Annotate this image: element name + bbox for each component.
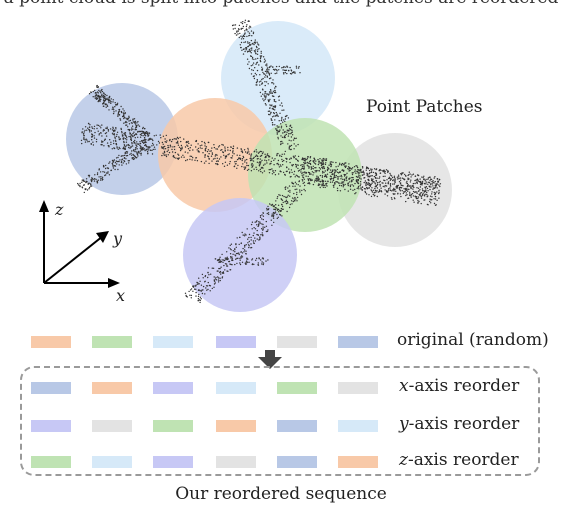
patch-token-light-blue: [338, 420, 378, 432]
x-axis-reorder-label: x-axis reorder: [399, 376, 520, 396]
patch-token-steel-blue: [31, 382, 71, 394]
patch-token-orange: [216, 420, 256, 432]
patch-token-purple: [153, 382, 193, 394]
patch-token-purple: [216, 336, 256, 348]
patch-token-steel-blue: [277, 420, 317, 432]
patch-token-steel-blue: [338, 336, 378, 348]
z-axis-label: z: [55, 200, 64, 219]
y-axis-label: y: [113, 229, 123, 248]
patch-token-orange: [338, 456, 378, 468]
point-patches-illustration: [39, 19, 452, 312]
patch-steel-blue: [66, 83, 178, 195]
patch-orange: [158, 98, 272, 212]
patch-token-light-blue: [216, 382, 256, 394]
x-arrowhead: [108, 278, 120, 288]
patch-token-gray: [277, 336, 317, 348]
caption: Our reordered sequence: [175, 484, 387, 504]
z-axis-reorder-label: z-axis reorder: [399, 450, 519, 470]
patch-token-orange: [31, 336, 71, 348]
patch-token-steel-blue: [277, 456, 317, 468]
patch-token-purple: [31, 420, 71, 432]
patch-green: [248, 118, 362, 232]
patch-token-gray: [216, 456, 256, 468]
patch-token-orange: [92, 382, 132, 394]
axis-gizmo: [43, 208, 112, 284]
patch-token-gray: [92, 420, 132, 432]
patch-purple: [183, 198, 297, 312]
original-order-label: original (random): [397, 330, 549, 350]
patch-token-green: [31, 456, 71, 468]
point-patches-label: Point Patches: [366, 97, 483, 117]
patch-token-purple: [153, 456, 193, 468]
x-axis-label: x: [116, 286, 126, 305]
y-axis-reorder-label: y-axis reorder: [399, 414, 520, 434]
down-arrow-icon: [258, 350, 282, 369]
z-arrowhead: [39, 200, 49, 212]
reordered-sequences-box: [20, 366, 540, 476]
patch-token-green: [92, 336, 132, 348]
patch-token-light-blue: [92, 456, 132, 468]
patch-token-light-blue: [153, 336, 193, 348]
patch-token-green: [277, 382, 317, 394]
cropped-header-text: a point cloud is split into patches and …: [0, 0, 562, 8]
y-arrowhead: [96, 231, 109, 243]
patch-token-green: [153, 420, 193, 432]
patch-token-gray: [338, 382, 378, 394]
